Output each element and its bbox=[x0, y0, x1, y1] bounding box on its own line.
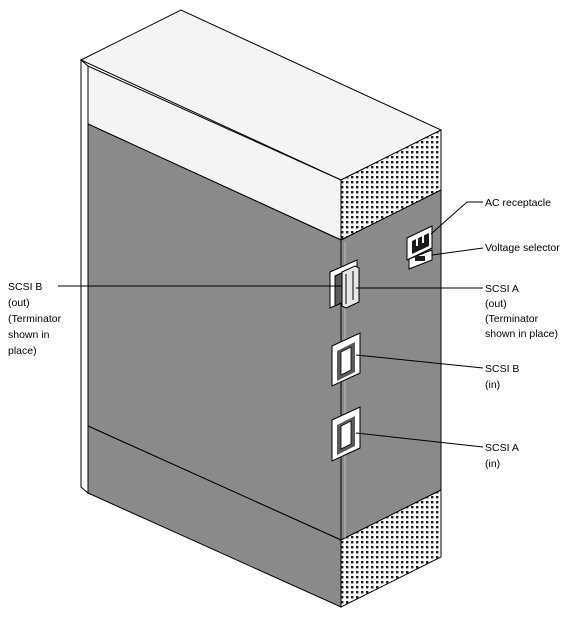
voltage-selector-icon bbox=[408, 249, 433, 270]
scsi-a-in-connector bbox=[331, 406, 361, 462]
ac-receptacle-leader bbox=[430, 201, 483, 235]
label-scsi-b-out: SCSI B (out) (Terminator shown in place) bbox=[8, 281, 64, 357]
label-ac-receptacle: AC receptacle bbox=[485, 197, 551, 209]
scsi-b-in-connector bbox=[331, 332, 361, 387]
ac-receptacle-icon bbox=[406, 225, 433, 261]
label-scsi-b-in: SCSI B (in) bbox=[485, 363, 522, 391]
scsi-a-in-leader bbox=[355, 432, 484, 448]
cabinet-left-edge bbox=[80, 58, 89, 495]
label-scsi-a-in: SCSI A (in) bbox=[485, 442, 521, 470]
terminator-icon bbox=[341, 265, 360, 309]
leader-lines bbox=[58, 201, 484, 448]
label-scsi-a-out: SCSI A (out) (Terminator shown in place) bbox=[485, 283, 558, 340]
side-lower-vent-grille bbox=[340, 489, 442, 608]
scsi-b-in-leader bbox=[355, 354, 484, 369]
voltage-selector-leader bbox=[431, 247, 484, 256]
label-voltage-selector: Voltage selector bbox=[485, 242, 560, 254]
